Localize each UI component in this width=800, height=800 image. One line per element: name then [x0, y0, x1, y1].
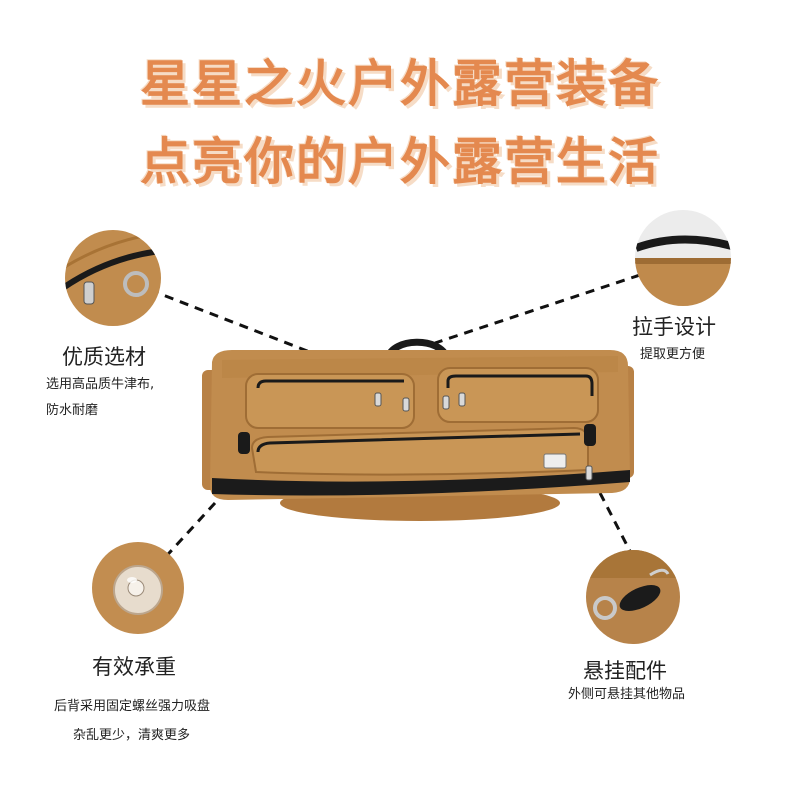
feature-handle-desc-1: 提取更方便 [640, 347, 706, 362]
feature-hanging-title: 悬挂配件 [583, 659, 667, 683]
feature-suction-title: 有效承重 [92, 655, 176, 679]
feature-hanging-desc-1: 外侧可悬挂其他物品 [568, 687, 686, 702]
hook-closeup-icon [586, 550, 680, 644]
pocket-upper-left [245, 373, 415, 429]
logo-patch [543, 453, 567, 469]
leader-line-suction [158, 501, 217, 565]
feature-suction-desc-2: 杂乱更少，清爽更多 [73, 728, 191, 743]
leader-line-material [149, 288, 396, 387]
callout-lines [149, 268, 656, 565]
suction-cup-closeup-icon [92, 542, 184, 634]
feature-material-title: 优质选材 [62, 345, 146, 369]
handle-closeup-icon [635, 210, 731, 306]
bag-bottom-binding [212, 470, 630, 496]
headline-line-1: 星星之火户外露营装备 [140, 55, 660, 113]
feature-material-desc-1: 选用高品质牛津布, [46, 377, 155, 392]
buckle-left [238, 432, 250, 454]
fabric-zipper-closeup-icon [65, 230, 161, 326]
leader-line-handle [434, 268, 656, 345]
buckle-right [584, 424, 596, 446]
headline-line-2: 点亮你的户外露营生活 [140, 133, 660, 191]
pocket-upper-right [437, 367, 599, 423]
zipper-pulls-upper [374, 392, 466, 412]
feature-handle-title: 拉手设计 [632, 315, 716, 339]
bag-drawing [202, 338, 634, 521]
leader-line-hanging [598, 492, 634, 556]
feature-material-desc-2: 防水耐磨 [46, 403, 99, 418]
feature-suction-desc-1: 后背采用固定螺丝强力吸盘 [54, 699, 211, 714]
